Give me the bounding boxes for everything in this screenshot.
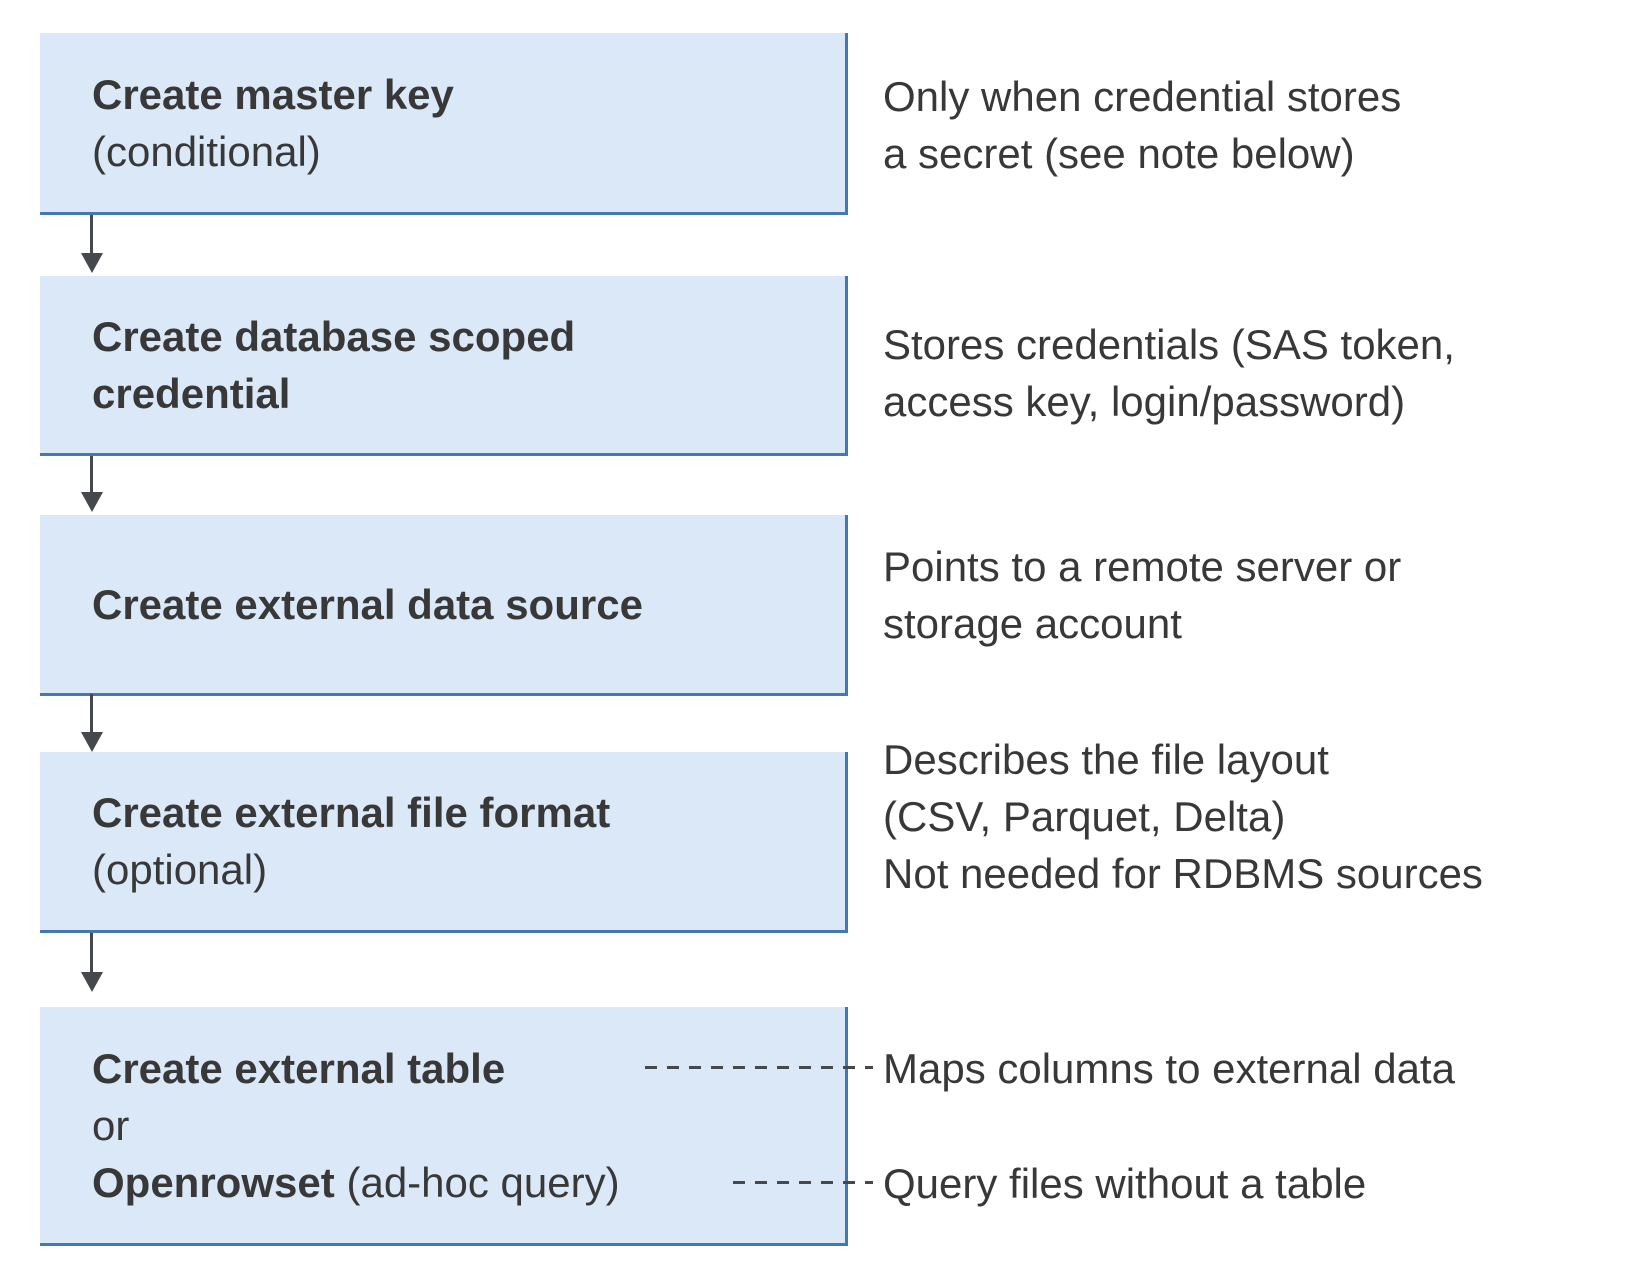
box-title-bold: Create external file format (92, 789, 611, 836)
note-text-external-table: Maps columns to external data (883, 1045, 1455, 1092)
arrow-head (81, 492, 103, 512)
note-text-scoped-credential: Stores credentials (SAS token, access ke… (883, 321, 1455, 425)
box-title-bold: Create database scoped (92, 312, 576, 360)
arrow-head (81, 253, 103, 273)
box-title-bold: Create external table (92, 1044, 506, 1092)
box-title-line: Create external data source (92, 576, 845, 633)
note-text-file-format: Describes the file layout (CSV, Parquet,… (883, 736, 1483, 897)
box-subtitle: (conditional) (92, 127, 321, 175)
dashed-connector-external-table (645, 1066, 873, 1069)
box-title-bold: credential (92, 369, 291, 417)
box-title-bold: Openrowset (92, 1158, 335, 1206)
box-title-line: Create master key (92, 66, 845, 123)
flow-box-create-master-key: Create master key (conditional) (40, 33, 848, 215)
note-text-openrowset: Query files without a table (883, 1160, 1367, 1207)
flow-box-create-external-file-format: Create external file format (optional) (40, 752, 848, 933)
box-title-suffix: (ad-hoc query) (346, 1158, 620, 1206)
arrow-stem (90, 694, 93, 732)
box-title-line: Create database scoped (92, 308, 845, 365)
note-text-master-key: Only when credential stores a secret (se… (883, 73, 1402, 177)
arrow-stem (90, 456, 93, 492)
box-title-bold: Create master key (92, 70, 454, 118)
box-title-line: Create external file format (92, 784, 845, 841)
dashed-connector-openrowset (733, 1181, 873, 1184)
arrow-stem (90, 933, 93, 972)
note-text-data-source: Points to a remote server or storage acc… (883, 543, 1402, 647)
box-title-line: Create external table (92, 1040, 845, 1097)
box-title-line: Openrowset(ad-hoc query) (92, 1154, 845, 1211)
box-title-bold: Create external data source (92, 580, 643, 628)
flow-box-create-external-table-or-openrowset: Create external table or Openrowset(ad-h… (40, 1007, 848, 1246)
arrow-head (81, 732, 103, 752)
flow-box-create-external-data-source: Create external data source (40, 515, 848, 696)
arrow-stem (90, 215, 93, 253)
box-subtitle: (optional) (92, 846, 268, 893)
arrow-head (81, 972, 103, 992)
flow-box-create-database-scoped-credential: Create database scoped credential (40, 276, 848, 456)
box-title-line: credential (92, 365, 845, 422)
box-or-label: or (92, 1101, 130, 1149)
